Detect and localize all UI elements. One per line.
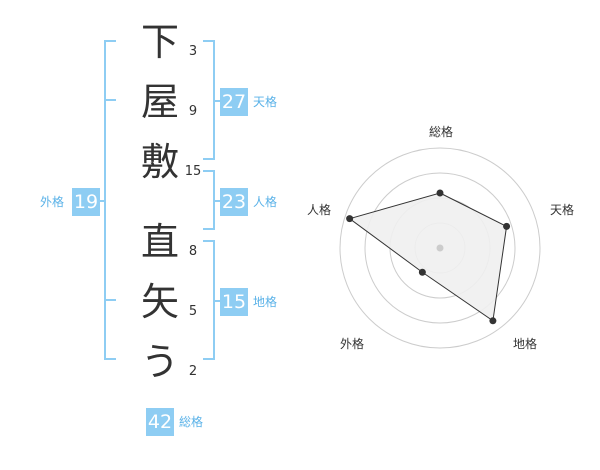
- radar-polygon: [348, 192, 508, 322]
- chikaku-badge: 15: [220, 288, 248, 316]
- chikaku-label: 地格: [253, 295, 278, 309]
- name-char-1: 下: [140, 20, 179, 64]
- radar-center: [436, 244, 444, 252]
- bracket-connector: [214, 200, 222, 202]
- name-char-2: 屋: [140, 80, 179, 124]
- gaikaku-badge: 19: [72, 188, 100, 216]
- jinkaku-badge: 23: [220, 188, 248, 216]
- stroke-count-4: 8: [188, 244, 198, 259]
- name-char-4: 直: [140, 220, 179, 264]
- gaikaku-bracket: [104, 40, 116, 360]
- bracket-connector: [214, 300, 222, 302]
- radar-chart: [339, 147, 541, 349]
- bracket-connector: [96, 200, 105, 202]
- radar-point-5: [346, 215, 354, 223]
- bracket-connector: [214, 100, 222, 102]
- radar-ring: [339, 147, 541, 349]
- tenkaku-badge: 27: [220, 88, 248, 116]
- radar-point-4: [418, 268, 426, 276]
- stroke-count-5: 5: [188, 304, 198, 319]
- radar-label-jinkaku: 人格: [306, 203, 331, 217]
- name-char-5: 矢: [140, 280, 179, 324]
- radar-point-1: [436, 189, 444, 197]
- bracket-divider: [104, 299, 116, 301]
- radar-point-3: [489, 317, 497, 325]
- radar-point-2: [503, 222, 511, 230]
- stroke-count-6: 2: [188, 364, 198, 379]
- gaikaku-label: 外格: [40, 195, 65, 209]
- stroke-count-2: 9: [188, 104, 198, 119]
- stroke-count-1: 3: [188, 44, 198, 59]
- jinkaku-label: 人格: [253, 195, 278, 209]
- stroke-count-3: 15: [184, 164, 202, 179]
- name-char-6: う: [140, 340, 179, 384]
- radar-label-gaikaku: 外格: [339, 337, 364, 351]
- radar-label-tenkaku: 天格: [549, 203, 574, 217]
- soukaku-label: 総格: [179, 415, 204, 429]
- tenkaku-label: 天格: [253, 95, 278, 109]
- soukaku-badge: 42: [146, 408, 174, 436]
- radar-label-chikaku: 地格: [512, 337, 537, 351]
- bracket-divider: [104, 99, 116, 101]
- radar-ring: [364, 172, 516, 324]
- name-char-3: 敷: [140, 140, 179, 184]
- radar-label-soukaku: 総格: [428, 125, 453, 139]
